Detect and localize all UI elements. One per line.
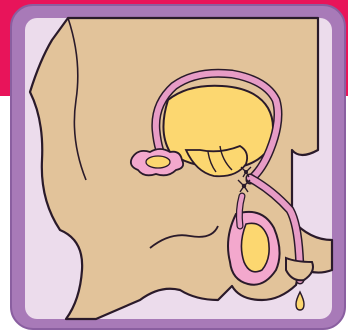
seminal-vesicle-core [146,156,170,168]
spermatic-cord-fill [239,196,242,226]
testis [241,223,269,272]
penis-tip [286,258,313,280]
